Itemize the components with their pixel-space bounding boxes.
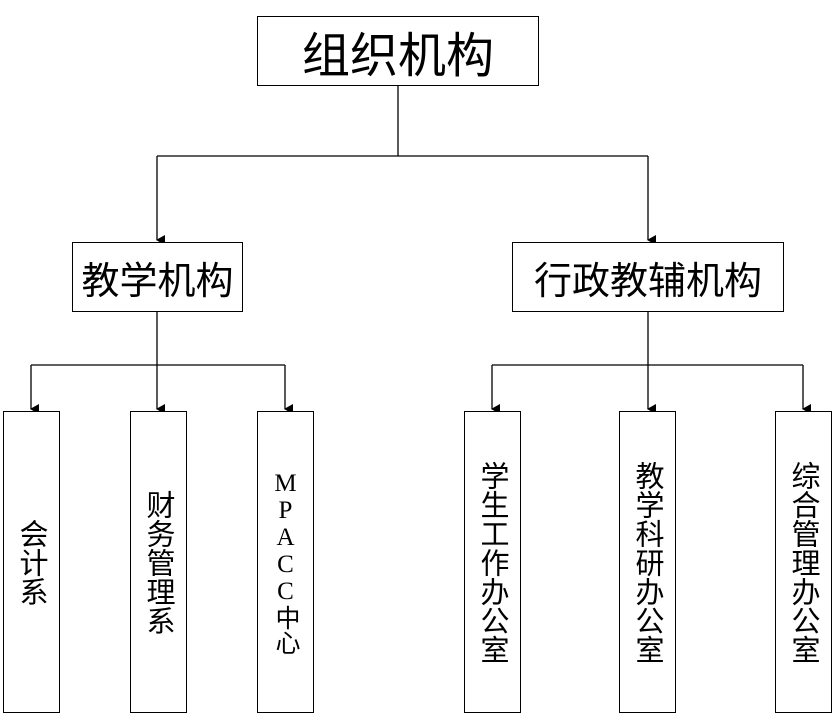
research-office-label: 教学科研办公室 [631,460,665,664]
research-office-node: 教学科研办公室 [619,411,676,713]
admin-label: 行政教辅机构 [533,258,762,303]
general-office-node: 综合管理办公室 [775,411,832,713]
teaching-node: 教学机构 [72,242,243,312]
accounting-label: 会计系 [15,518,49,606]
mpacc-label: MPACC中心 [272,469,299,655]
mpacc-node: MPACC中心 [257,411,314,713]
root-node: 组织机构 [257,16,539,86]
teaching-label: 教学机构 [81,258,234,303]
general-office-label: 综合管理办公室 [787,460,821,664]
finance-label: 财务管理系 [142,489,176,635]
accounting-node: 会计系 [3,411,60,713]
admin-node: 行政教辅机构 [512,242,784,312]
root-label: 组织机构 [301,28,494,84]
student-office-node: 学生工作办公室 [464,411,521,713]
finance-node: 财务管理系 [130,411,187,713]
student-office-label: 学生工作办公室 [476,460,510,664]
